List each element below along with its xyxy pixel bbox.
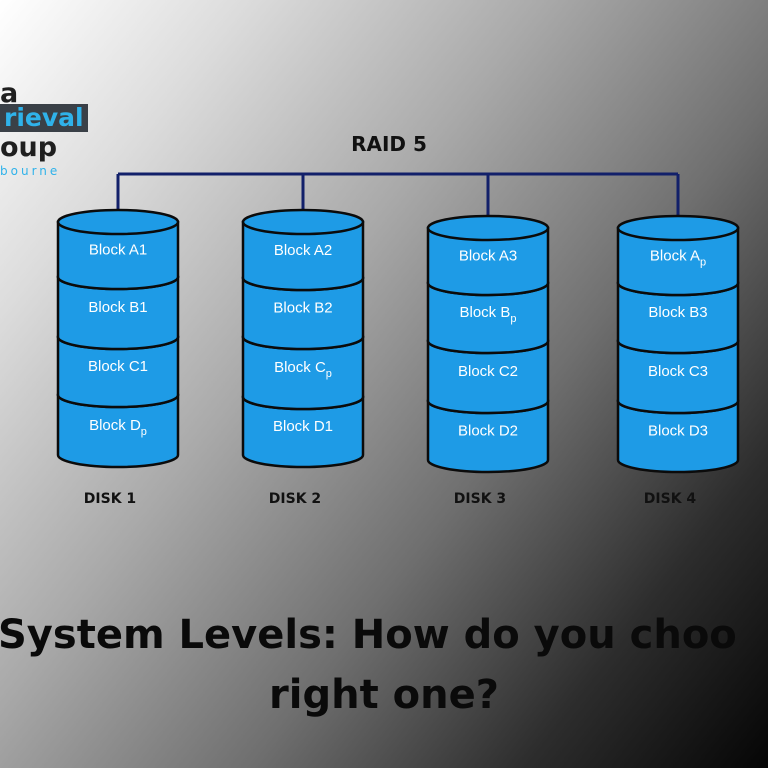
logo-text-line2: rieval bbox=[0, 104, 88, 132]
logo-text-line3: oup bbox=[0, 132, 58, 163]
disk-block bbox=[241, 208, 365, 292]
disk-cylinder: Block A2 Block B2 Block Cp Block D1 DISK 2 bbox=[241, 208, 365, 507]
block-label: Block Bp bbox=[460, 304, 517, 325]
disk-cylinder: Block A1 Block B1 Block C1 Block Dp DISK 1 bbox=[56, 208, 180, 507]
headline-line1: System Levels: How do you choo bbox=[0, 612, 737, 658]
block-label: Block A2 bbox=[274, 242, 332, 259]
disk-label: DISK 2 bbox=[269, 491, 321, 507]
block-label: Block D3 bbox=[648, 423, 708, 440]
disk-cylinder: Block Ap Block B3 Block C3 Block D3 DISK 4 bbox=[616, 214, 740, 507]
block-label: Block B3 bbox=[648, 304, 707, 321]
disk-cylinder: Block A3 Block Bp Block C2 Block D2 DISK 3 bbox=[426, 214, 550, 507]
disk-label: DISK 1 bbox=[84, 491, 136, 507]
block-label: Block C1 bbox=[88, 358, 148, 375]
disk-block bbox=[616, 214, 740, 297]
disk-label: DISK 3 bbox=[454, 491, 506, 507]
block-label: Block B1 bbox=[88, 299, 147, 316]
logo-text-line4: bourne bbox=[0, 164, 61, 178]
block-label: Block D2 bbox=[458, 423, 518, 440]
block-label: Block A3 bbox=[459, 248, 517, 265]
block-label: Block B2 bbox=[273, 300, 332, 317]
block-label: Block C2 bbox=[458, 363, 518, 380]
block-label: Block A1 bbox=[89, 242, 147, 259]
block-label: Block C3 bbox=[648, 363, 708, 380]
block-label: Block Cp bbox=[274, 359, 332, 380]
block-label: Block Dp bbox=[89, 417, 147, 438]
block-label: Block D1 bbox=[273, 418, 333, 435]
logo-text-line1: a bbox=[0, 78, 19, 109]
block-label: Block Ap bbox=[650, 248, 706, 269]
disk-block bbox=[426, 214, 550, 297]
disk-block bbox=[56, 208, 180, 291]
connector-lines bbox=[116, 172, 680, 218]
headline-line2: right one? bbox=[269, 672, 499, 718]
raid-title: RAID 5 bbox=[351, 132, 427, 156]
disk-label: DISK 4 bbox=[644, 491, 697, 507]
